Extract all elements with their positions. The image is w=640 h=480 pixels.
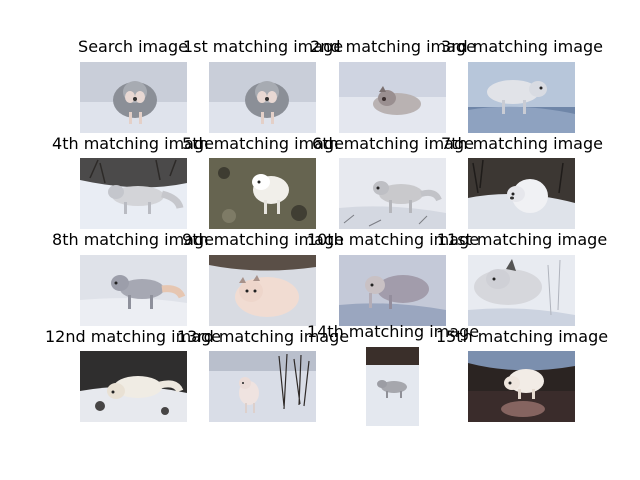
- arctic-fox-photo-icon: [468, 351, 575, 422]
- cell-title-match-4: 4th matching image: [52, 134, 214, 153]
- cell-title-match-2: 2nd matching image: [310, 37, 476, 56]
- cell-title-match-8: 8th matching image: [52, 230, 214, 249]
- matching-image-5[interactable]: [209, 158, 316, 229]
- cell-title-match-10: 10th matching image: [306, 230, 480, 249]
- arctic-fox-photo-icon: [80, 255, 187, 326]
- cell-title-match-12: 12nd matching image: [44, 327, 222, 346]
- cell-title-match-9: 9th matching image: [182, 230, 344, 249]
- arctic-fox-photo-icon: [366, 347, 419, 426]
- arctic-fox-photo-icon: [339, 255, 446, 326]
- arctic-fox-photo-icon: [339, 62, 446, 133]
- matching-image-13[interactable]: [209, 351, 316, 422]
- matching-image-9[interactable]: [209, 255, 316, 326]
- matching-image-2[interactable]: [339, 62, 446, 133]
- matching-image-6[interactable]: [339, 158, 446, 229]
- arctic-fox-photo-icon: [80, 62, 187, 133]
- cell-title-match-3: 3rd matching image: [441, 37, 603, 56]
- matching-image-15[interactable]: [468, 351, 575, 422]
- matching-image-1[interactable]: [209, 62, 316, 133]
- arctic-fox-photo-icon: [468, 158, 575, 229]
- arctic-fox-photo-icon: [339, 158, 446, 229]
- cell-title-match-5: 5th matching image: [182, 134, 344, 153]
- search-image[interactable]: [80, 62, 187, 133]
- cell-title-match-7: 7th matching image: [441, 134, 603, 153]
- matching-image-10[interactable]: [339, 255, 446, 326]
- matching-image-8[interactable]: [80, 255, 187, 326]
- cell-title-search: Search image: [78, 37, 188, 56]
- matching-image-3[interactable]: [468, 62, 575, 133]
- matching-image-12[interactable]: [80, 351, 187, 422]
- matching-image-11[interactable]: [468, 255, 575, 326]
- matching-image-14[interactable]: [366, 347, 419, 426]
- cell-title-match-14: 14th matching image: [306, 322, 480, 341]
- arctic-fox-photo-icon: [80, 351, 187, 422]
- arctic-fox-photo-icon: [468, 62, 575, 133]
- cell-title-match-11: 11st matching image: [436, 230, 608, 249]
- cell-title-match-13: 13rd matching image: [176, 327, 350, 346]
- arctic-fox-photo-icon: [209, 255, 316, 326]
- cell-title-match-1: 1st matching image: [182, 37, 344, 56]
- matching-image-7[interactable]: [468, 158, 575, 229]
- arctic-fox-photo-icon: [209, 62, 316, 133]
- matching-image-4[interactable]: [80, 158, 187, 229]
- cell-title-match-6: 6th matching image: [312, 134, 474, 153]
- arctic-fox-photo-icon: [209, 351, 316, 422]
- arctic-fox-photo-icon: [468, 255, 575, 326]
- arctic-fox-photo-icon: [209, 158, 316, 229]
- arctic-fox-photo-icon: [80, 158, 187, 229]
- cell-title-match-15: 15th matching image: [435, 327, 609, 346]
